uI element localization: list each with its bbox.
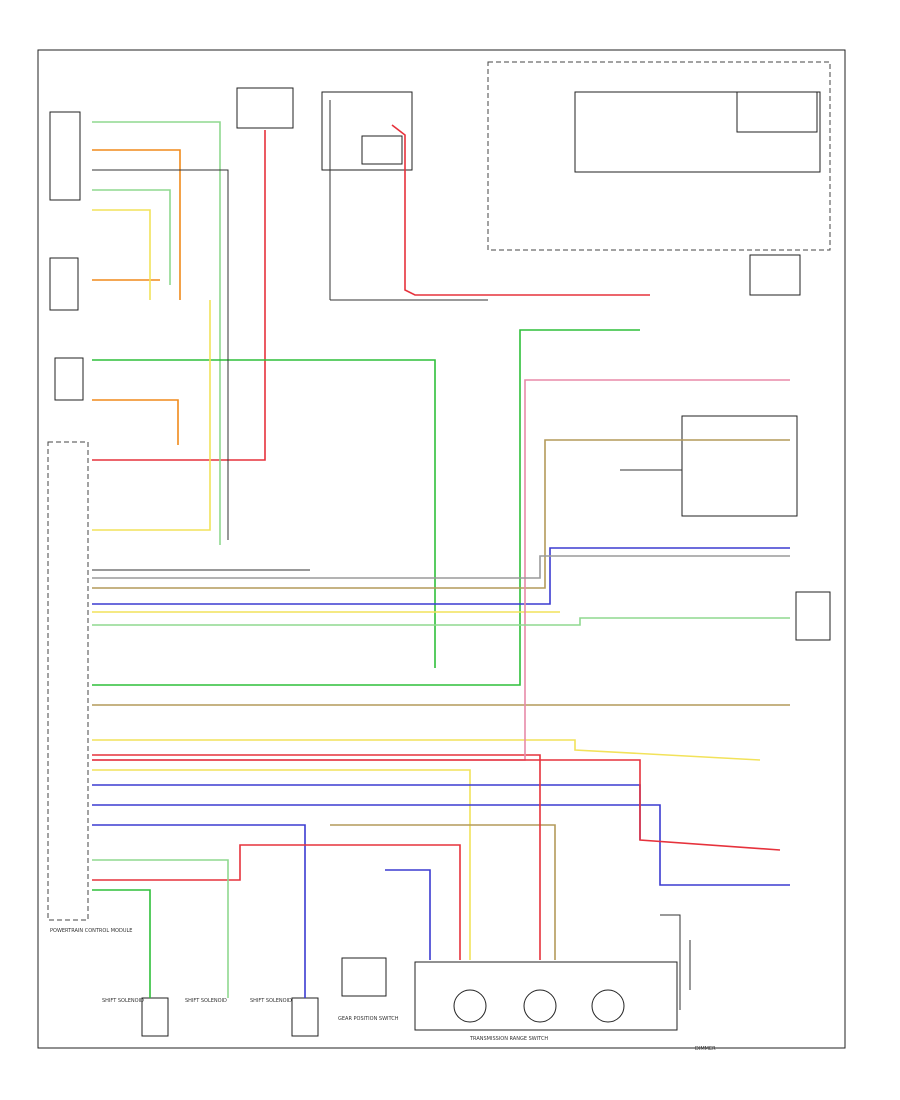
wire-green-3 (92, 359, 436, 668)
relay-box-top (236, 87, 294, 129)
wire-red-2 (92, 754, 541, 960)
wire-orange-1 (92, 149, 181, 300)
solenoid-a (453, 989, 487, 1023)
connector-bottom-mid (341, 957, 387, 997)
sensor-block-top-left (49, 111, 81, 201)
shift-solenoid-box-3 (291, 997, 319, 1037)
wire-tan-3 (330, 824, 556, 960)
wire-blue-2 (92, 784, 641, 840)
right-connector-box (795, 591, 831, 641)
wire-yellow-1 (92, 209, 151, 300)
wire-black-4 (660, 914, 681, 1010)
fuse-box-top (321, 91, 413, 171)
wire-blue-4 (92, 824, 306, 998)
wire-orange-2 (92, 399, 179, 445)
wire-green-1 (92, 121, 221, 545)
wire-blue-3 (92, 804, 790, 886)
wire-green-long (92, 329, 640, 686)
label-pcm: POWERTRAIN CONTROL MODULE (50, 928, 132, 934)
wire-blue-1 (92, 547, 790, 605)
pcm-connector-strip (47, 441, 89, 921)
wire-blue-5 (385, 869, 431, 960)
wire-black-1 (92, 169, 229, 540)
diagram-frame (37, 49, 846, 1049)
label-gear-position-switch: GEAR POSITION SWITCH (338, 1016, 399, 1022)
label-shift-solenoid-2: SHIFT SOLENOID (185, 998, 227, 1004)
module-inner-right (736, 91, 818, 133)
wire-red-3 (92, 844, 461, 960)
fuse-inner (361, 135, 403, 165)
transmission-body (414, 961, 678, 1031)
sensor-block-left-2 (49, 257, 79, 311)
control-module-top-right (487, 61, 831, 251)
wire-red-fuse (391, 124, 650, 296)
wire-green-bottom-2 (92, 859, 229, 998)
label-shift-solenoid-3: SHIFT SOLENOID (250, 998, 292, 1004)
wire-lightgreen-4 (92, 617, 790, 626)
wire-yellow-4 (92, 739, 761, 761)
solenoid-c (591, 989, 625, 1023)
solenoid-b (523, 989, 557, 1023)
sensor-block-left-3 (54, 357, 84, 401)
clutch-pressure-sw-box (681, 415, 798, 517)
wire-tan-2 (92, 439, 790, 589)
wire-red-4 (92, 759, 781, 851)
shift-solenoid-box-1 (141, 997, 169, 1037)
wire-yellow-5 (92, 769, 471, 960)
wire-red-main (92, 130, 266, 461)
module-inner (574, 91, 821, 173)
connector-right-top (749, 254, 801, 296)
wire-green-2 (92, 189, 171, 285)
wire-gray-1 (92, 555, 790, 579)
wire-green-bottom-1 (92, 889, 151, 998)
wire-yellow-2 (92, 300, 211, 531)
label-dimmer: DIMMER (695, 1046, 716, 1052)
label-transmission-range: TRANSMISSION RANGE SWITCH (469, 1036, 548, 1042)
label-shift-solenoid-1: SHIFT SOLENOID (102, 998, 144, 1004)
